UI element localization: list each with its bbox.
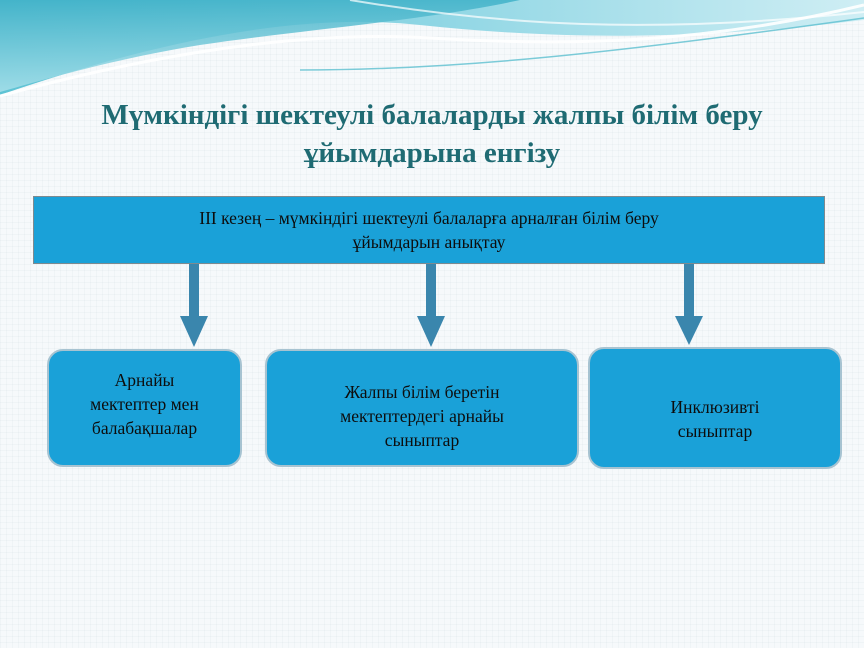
category-box-special-schools: Арнайы мектептер мен балабақшалар (47, 349, 242, 467)
arrow-to-box-1 (180, 264, 208, 347)
decorative-wave-header (0, 0, 864, 98)
box-1-line-3: балабақшалар (91, 418, 198, 438)
stage-box-line-1: ІІІ кезең – мүмкіндігі шектеулі балаларғ… (199, 208, 659, 228)
box-1-line-1: Арнайы (114, 370, 175, 390)
box-1-line-2: мектептер мен (90, 394, 199, 414)
page-title: Мүмкіндігі шектеулі балаларды жалпы білі… (20, 96, 844, 172)
box-3-line-2: сыныптар (677, 421, 753, 441)
page-title-line-1: Мүмкіндігі шектеулі балаларды жалпы білі… (101, 99, 763, 131)
box-2-line-1: Жалпы білім беретін (344, 382, 500, 402)
box-2-line-3: сыныптар (384, 430, 460, 450)
arrow-to-box-2 (417, 264, 445, 347)
page-title-line-2: ұйымдарына енгізу (303, 137, 561, 169)
box-2-line-2: мектептердегі арнайы (340, 406, 504, 426)
box-3-line-1: Инклюзивті (670, 397, 760, 417)
stage-box-line-2: ұйымдарын анықтау (352, 232, 506, 252)
category-box-special-classes: Жалпы білім беретін мектептердегі арнайы… (265, 349, 579, 467)
category-box-inclusive-classes: Инклюзивті сыныптар (588, 347, 842, 469)
arrow-to-box-3 (675, 264, 703, 345)
stage-box: ІІІ кезең – мүмкіндігі шектеулі балаларғ… (33, 196, 825, 264)
